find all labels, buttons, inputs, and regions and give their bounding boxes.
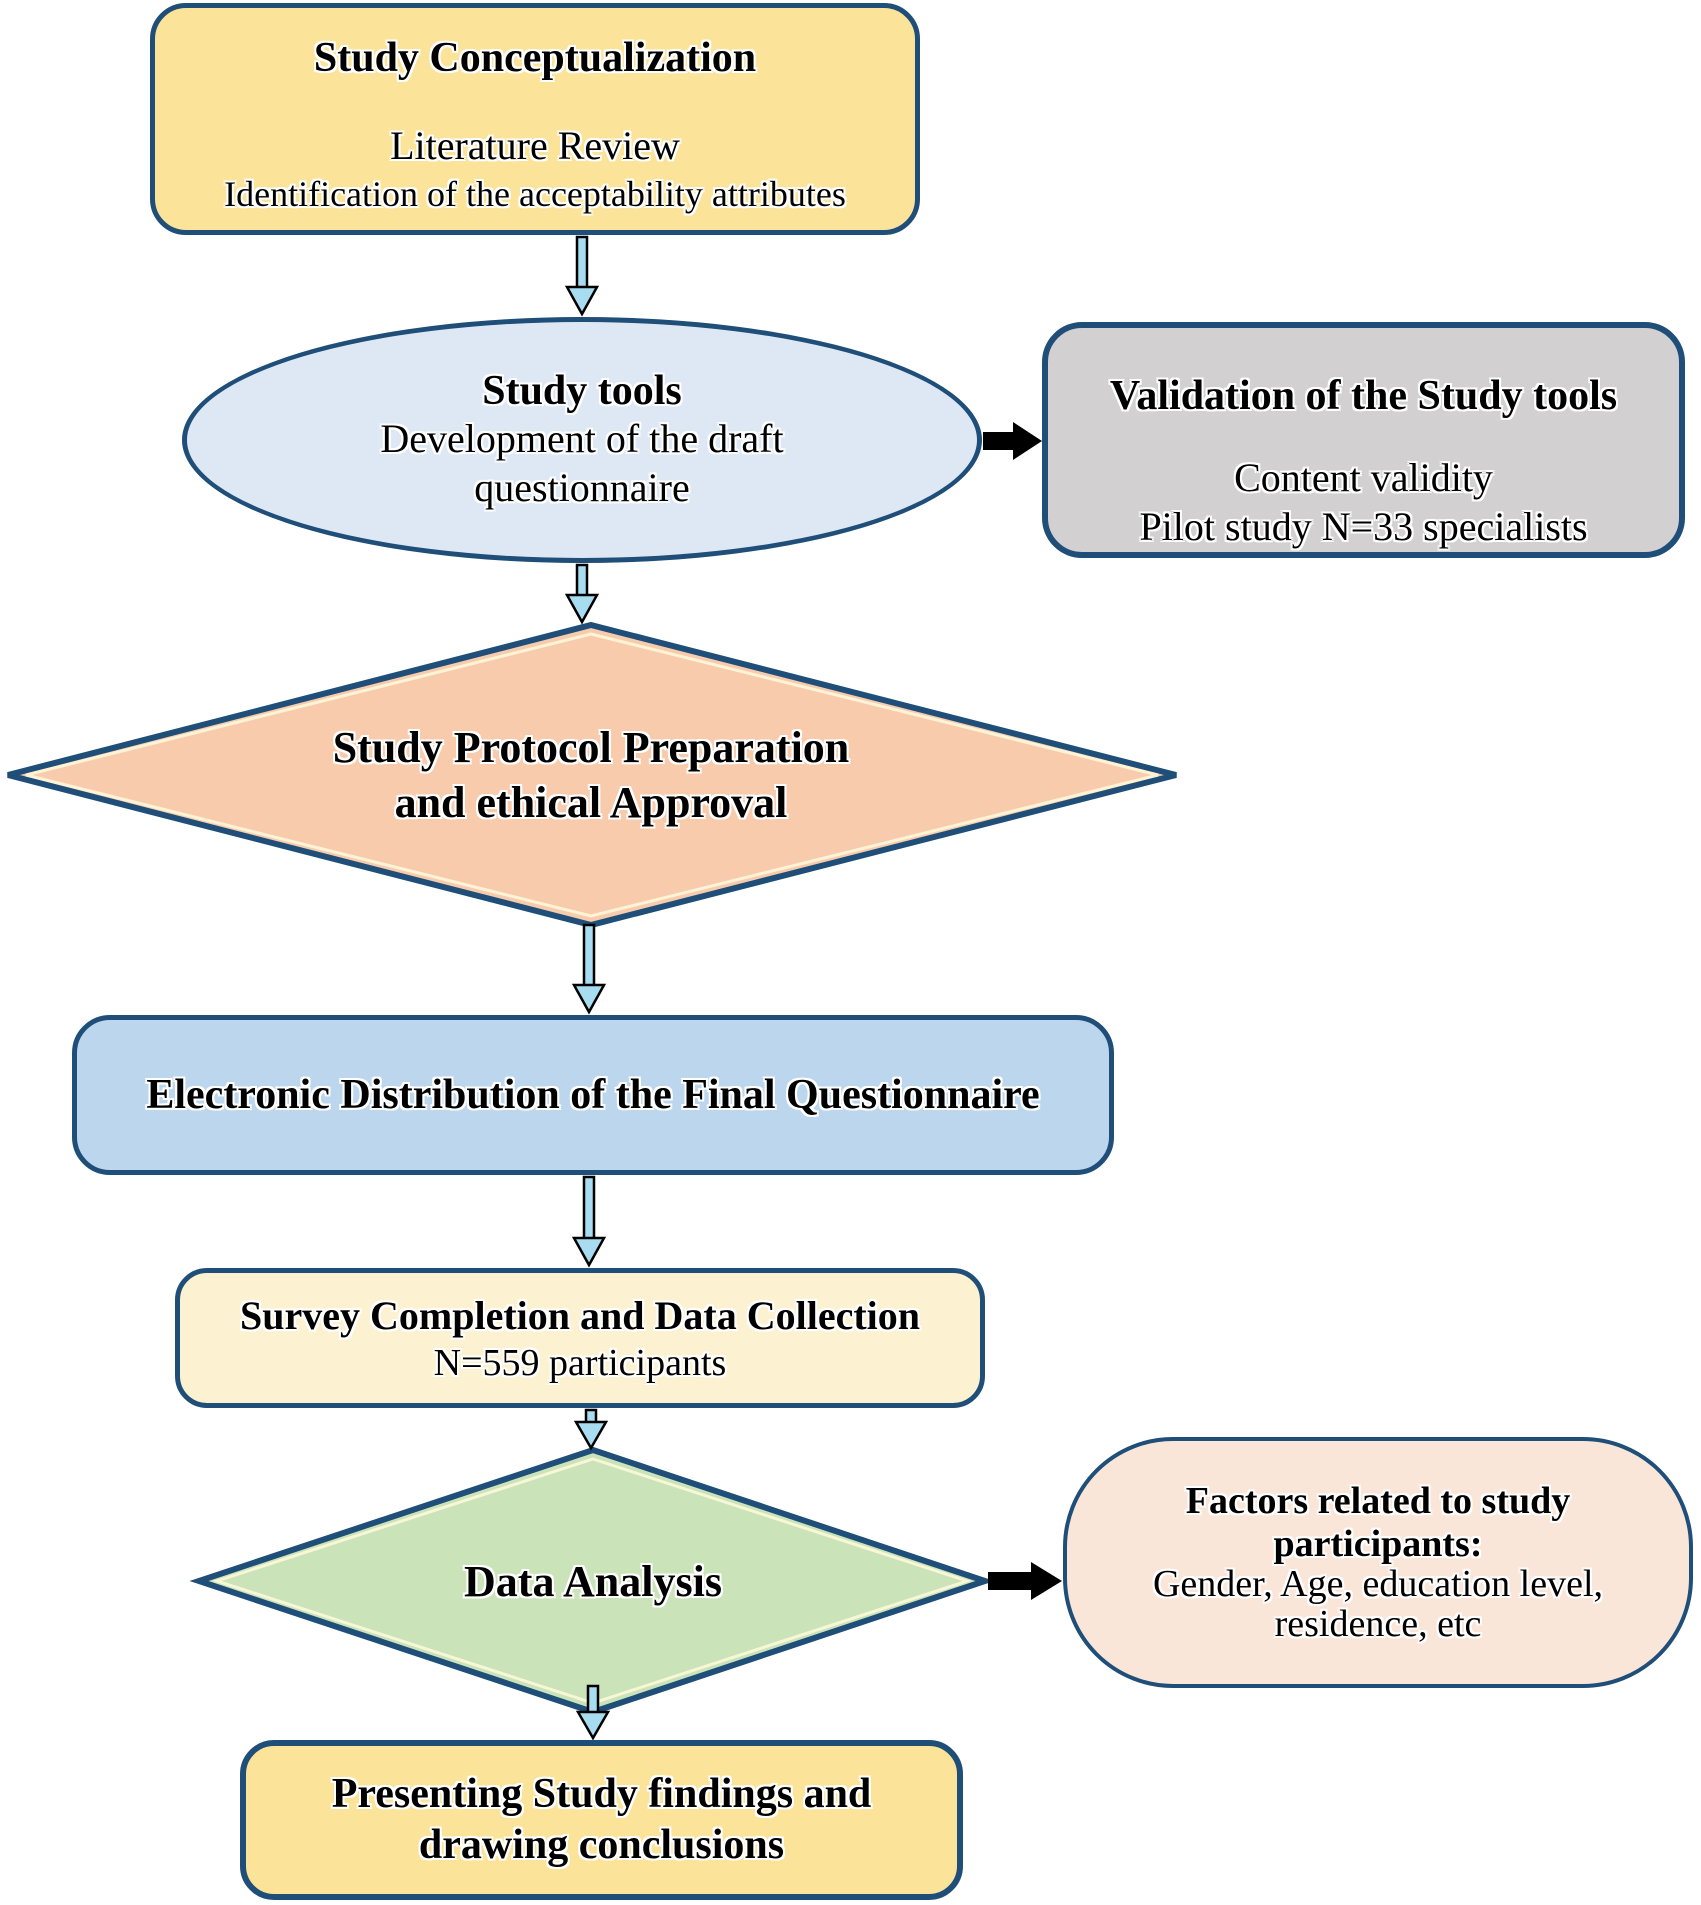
node-line: Content validity — [1234, 455, 1493, 500]
node-line: drawing conclusions — [418, 1822, 785, 1868]
node-study-conceptualization: Study Conceptualization Literature Revie… — [150, 3, 920, 235]
node-presenting-findings: Presenting Study findings and drawing co… — [240, 1740, 963, 1900]
arrow-distribution-to-survey — [571, 1175, 607, 1268]
node-protocol-label: Study Protocol Preparation and ethical A… — [191, 715, 991, 835]
arrow-survey-to-analysis — [573, 1408, 609, 1451]
node-validation-study-tools: Validation of the Study tools Content va… — [1042, 322, 1685, 558]
node-line: Presenting Study findings and — [331, 1770, 872, 1817]
node-line: Study Protocol Preparation — [332, 723, 850, 772]
node-line: Identification of the acceptability attr… — [224, 174, 846, 214]
node-line: and ethical Approval — [394, 778, 788, 827]
node-title: Validation of the Study tools — [1109, 373, 1618, 419]
node-participant-factors: Factors related to study participants: G… — [1063, 1437, 1693, 1688]
arrow-analysis-to-findings — [575, 1684, 611, 1741]
arrow-tools-to-protocol — [564, 563, 600, 625]
arrow-analysis-to-factors — [988, 1562, 1062, 1600]
node-title: Study tools — [482, 368, 682, 415]
node-title: Electronic Distribution of the Final Que… — [146, 1072, 1040, 1118]
node-title: Factors related to study — [1185, 1480, 1571, 1523]
arrow-tools-to-validation — [983, 422, 1042, 460]
node-title: participants: — [1273, 1522, 1483, 1565]
node-line: residence, etc — [1274, 1603, 1482, 1646]
node-line: Development of the draft — [380, 416, 784, 462]
node-electronic-distribution: Electronic Distribution of the Final Que… — [72, 1015, 1114, 1175]
node-title: Survey Completion and Data Collection — [240, 1292, 920, 1338]
node-analysis-label: Data Analysis — [393, 1550, 793, 1612]
node-title: Study Conceptualization — [313, 35, 757, 81]
node-line: N=559 participants — [433, 1341, 727, 1384]
node-line: Literature Review — [390, 123, 680, 168]
arrow-protocol-to-distribution — [571, 923, 607, 1015]
node-title: Data Analysis — [464, 1556, 722, 1606]
node-line: questionnaire — [474, 465, 690, 510]
node-line: Pilot study N=33 specialists — [1139, 504, 1588, 549]
node-line: Gender, Age, education level, — [1152, 1563, 1604, 1606]
node-study-tools: Study tools Development of the draft que… — [182, 317, 982, 563]
arrow-concept-to-tools — [564, 235, 600, 317]
node-survey-completion: Survey Completion and Data Collection N=… — [175, 1268, 985, 1408]
